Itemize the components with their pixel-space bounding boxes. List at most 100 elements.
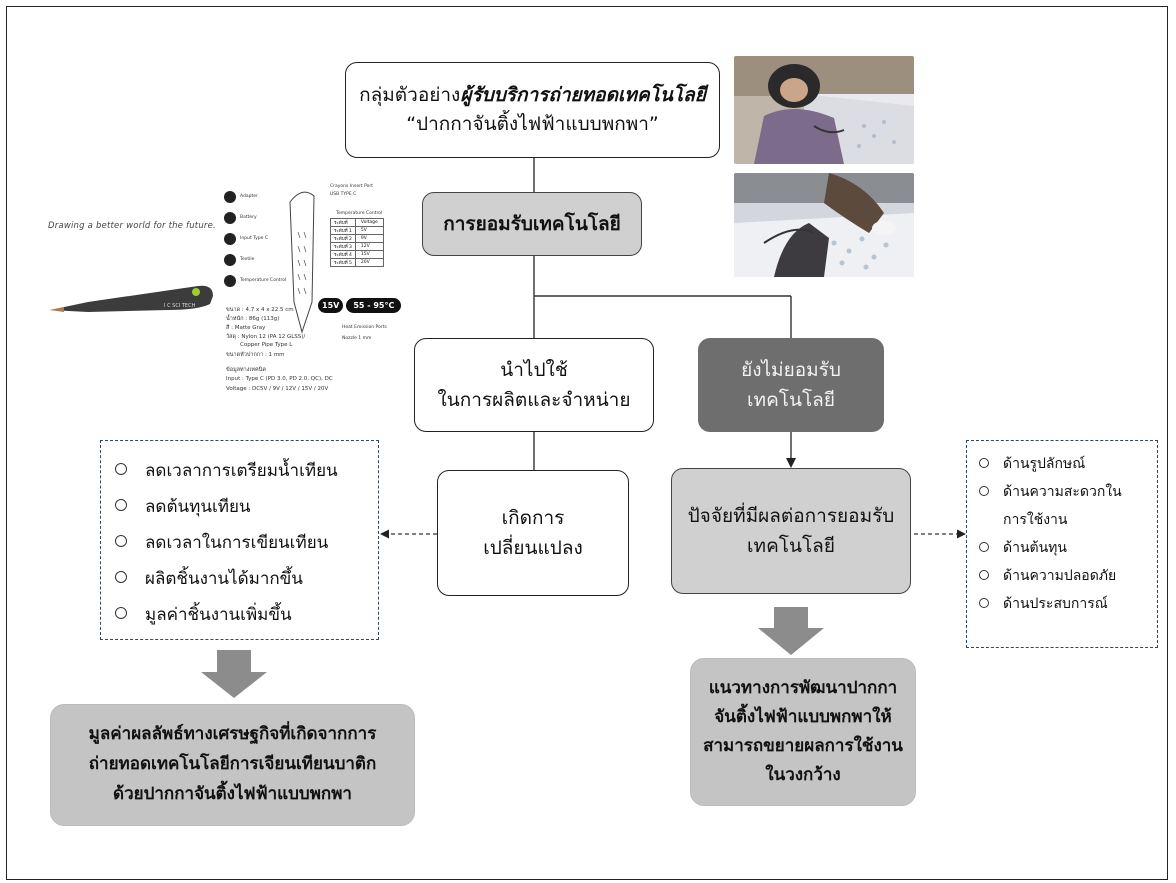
- battery-icon: [224, 211, 236, 224]
- benefit-text: ลดเวลาในการเขียนเทียน: [145, 533, 329, 553]
- top-box-emphasis: ผู้รับบริการถ่ายทอดเทคโนโลยี: [460, 83, 706, 106]
- guideline-box: แนวทางการพัฒนาปากกา จันติ้งไฟฟ้าแบบพกพาใ…: [690, 658, 916, 806]
- table-cell: 12V: [354, 242, 384, 251]
- table-header: Voltage: [354, 218, 384, 227]
- benefit-item: ผลิตชิ้นงานได้มากขึ้น: [115, 565, 378, 601]
- legend-item: Temperature Control: [224, 270, 286, 291]
- spec-legend: Adapter Battery Input Type C Textile Tem…: [224, 186, 286, 291]
- benefit-item: มูลค่าชิ้นงานเพิ่มขึ้น: [115, 601, 378, 637]
- economic-line2: ถ่ายทอดเทคโนโลยีการเจียนเทียนบาติก: [88, 754, 377, 775]
- legend-label: Textile: [240, 257, 255, 262]
- legend-item: Battery: [224, 207, 286, 228]
- factor-item: ด้านความปลอดภัย: [979, 565, 1157, 593]
- adapter-icon: [224, 190, 236, 203]
- guideline-line3: สามารถขยายผลการใช้งาน: [703, 736, 903, 756]
- factor-text: ด้านความปลอดภัย: [1003, 568, 1117, 584]
- pen-image: [50, 285, 213, 312]
- spec-line: น้ำหนัก : 86g (113g): [226, 316, 280, 322]
- economic-line1: มูลค่าผลลัพธ์ทางเศรษฐกิจที่เกิดจากการ: [88, 724, 377, 745]
- economic-value-box: มูลค่าผลลัพธ์ทางเศรษฐกิจที่เกิดจากการ ถ่…: [50, 704, 415, 826]
- change-line2: เปลี่ยนแปลง: [483, 537, 583, 559]
- top-box-prefix: กลุ่มตัวอย่าง: [359, 83, 461, 106]
- spec-line: วัสดุ : Nylon 12 (PA 12 GLSS)/: [226, 334, 306, 340]
- top-box-title-line: กลุ่มตัวอย่างผู้รับบริการถ่ายทอดเทคโนโลย…: [359, 81, 706, 110]
- top-box-subtitle: “ปากกาจันติ้งไฟฟ้าแบบพกพา”: [406, 113, 659, 135]
- table-cell: 15V: [354, 250, 384, 259]
- bullet-icon: [979, 570, 989, 580]
- factor-list: ด้านรูปลักษณ์ ด้านความสะดวกใน การใช้งาน …: [967, 441, 1157, 621]
- table-cell: ระดับที่ 4: [330, 250, 356, 259]
- temperature-badge: 55 - 95°C: [346, 298, 402, 313]
- spec-line: สี : Matte Gray: [226, 325, 266, 331]
- bullet-icon: [979, 542, 989, 552]
- table-cell: 9V: [354, 234, 384, 243]
- down-arrow-left: [201, 650, 267, 698]
- table-cell: 5V: [354, 226, 384, 235]
- factor-text: ด้านประสบการณ์: [1003, 596, 1108, 612]
- workshop-photo-2: [734, 173, 914, 277]
- factors-box: ปัจจัยที่มีผลต่อการยอมรับ เทคโนโลยี: [671, 468, 911, 594]
- factor-item: ด้านความสะดวกใน: [979, 481, 1157, 509]
- bullet-icon: [115, 571, 127, 583]
- benefits-list-box: ลดเวลาการเตรียมน้ำเทียน ลดต้นทุนเทียน ลด…: [100, 440, 379, 640]
- benefit-text: ลดต้นทุนเทียน: [145, 497, 251, 517]
- arrowhead-benefits: [380, 529, 389, 539]
- benefit-text: มูลค่าชิ้นงานเพิ่มขึ้น: [145, 605, 292, 625]
- factor-item-continued: การใช้งาน: [979, 509, 1157, 537]
- factor-text: ด้านรูปลักษณ์: [1003, 456, 1086, 472]
- benefit-item: ลดเวลาการเตรียมน้ำเทียน: [115, 457, 378, 493]
- spec-line: ข้อมูลทางเทคนิค: [226, 367, 267, 373]
- not-adopt-line2: เทคโนโลยี: [747, 389, 835, 411]
- factor-item: ด้านต้นทุน: [979, 537, 1157, 565]
- legend-label: Adapter: [240, 194, 258, 199]
- table-cell: ระดับที่ 5: [330, 258, 356, 267]
- workshop-photo-1-image: [734, 56, 914, 164]
- down-arrow-right: [758, 607, 824, 655]
- workshop-photo-1: [734, 56, 914, 164]
- product-spec-panel: Drawing a better world for the future. I…: [46, 178, 408, 408]
- factor-text: ด้านต้นทุน: [1003, 540, 1067, 556]
- legend-item: Adapter: [224, 186, 286, 207]
- guideline-line2: จันติ้งไฟฟ้าแบบพกพาให้: [714, 707, 892, 728]
- legend-label: Input Type C: [240, 236, 268, 241]
- benefit-item: ลดเวลาในการเขียนเทียน: [115, 529, 378, 565]
- acceptance-label: การยอมรับเทคโนโลยี: [443, 213, 621, 235]
- voltage-temp-badges: 15V 55 - 95°C: [318, 298, 402, 313]
- top-sample-box: กลุ่มตัวอย่างผู้รับบริการถ่ายทอดเทคโนโลย…: [345, 62, 720, 158]
- callout-label: Heat Emission Ports: [342, 325, 387, 330]
- legend-label: Temperature Control: [240, 278, 287, 283]
- change-box: เกิดการ เปลี่ยนแปลง: [437, 470, 629, 596]
- thermometer-icon: [224, 274, 236, 287]
- adopt-box: นำไปใช้ ในการผลิตและจำหน่าย: [414, 338, 654, 432]
- spec-line: Voltage : DC5V / 9V / 12V / 15V / 20V: [226, 386, 329, 392]
- factor-list-box: ด้านรูปลักษณ์ ด้านความสะดวกใน การใช้งาน …: [966, 440, 1158, 648]
- table-header: ระดับที่: [330, 218, 356, 227]
- benefit-item: ลดต้นทุนเทียน: [115, 493, 378, 529]
- bullet-icon: [115, 607, 127, 619]
- guideline-line4: ในวงกว้าง: [765, 764, 841, 785]
- table-cell: ระดับที่ 1: [330, 226, 356, 235]
- bullet-icon: [979, 458, 989, 468]
- factor-item: ด้านประสบการณ์: [979, 593, 1157, 621]
- legend-label: Battery: [240, 215, 257, 220]
- pen-brand: I C SCI TECH: [164, 303, 196, 309]
- bullet-icon: [115, 499, 127, 511]
- callout-label: Nozzle 1 mm: [342, 336, 372, 341]
- change-line1: เกิดการ: [501, 506, 565, 529]
- workshop-photo-2-image: [734, 173, 914, 277]
- factor-text: การใช้งาน: [1003, 512, 1068, 528]
- benefits-list: ลดเวลาการเตรียมน้ำเทียน ลดต้นทุนเทียน ลด…: [101, 441, 378, 637]
- voltage-badge: 15V: [318, 298, 344, 313]
- not-adopt-box: ยังไม่ยอมรับ เทคโนโลยี: [698, 338, 884, 432]
- arrowhead-factor-list: [957, 529, 966, 539]
- not-adopt-line1: ยังไม่ยอมรับ: [741, 358, 841, 381]
- adopt-line2: ในการผลิตและจำหน่าย: [437, 389, 631, 411]
- guideline-line1: แนวทางการพัฒนาปากกา: [708, 678, 898, 699]
- callout-label: Temperature Control: [336, 211, 383, 216]
- spec-line: ขนาดหัวปากกา : 1 mm: [226, 352, 285, 358]
- factors-line2: เทคโนโลยี: [747, 535, 835, 557]
- bullet-icon: [979, 598, 989, 608]
- table-cell: ระดับที่ 3: [330, 242, 356, 251]
- pen-outline-drawing: [289, 191, 315, 334]
